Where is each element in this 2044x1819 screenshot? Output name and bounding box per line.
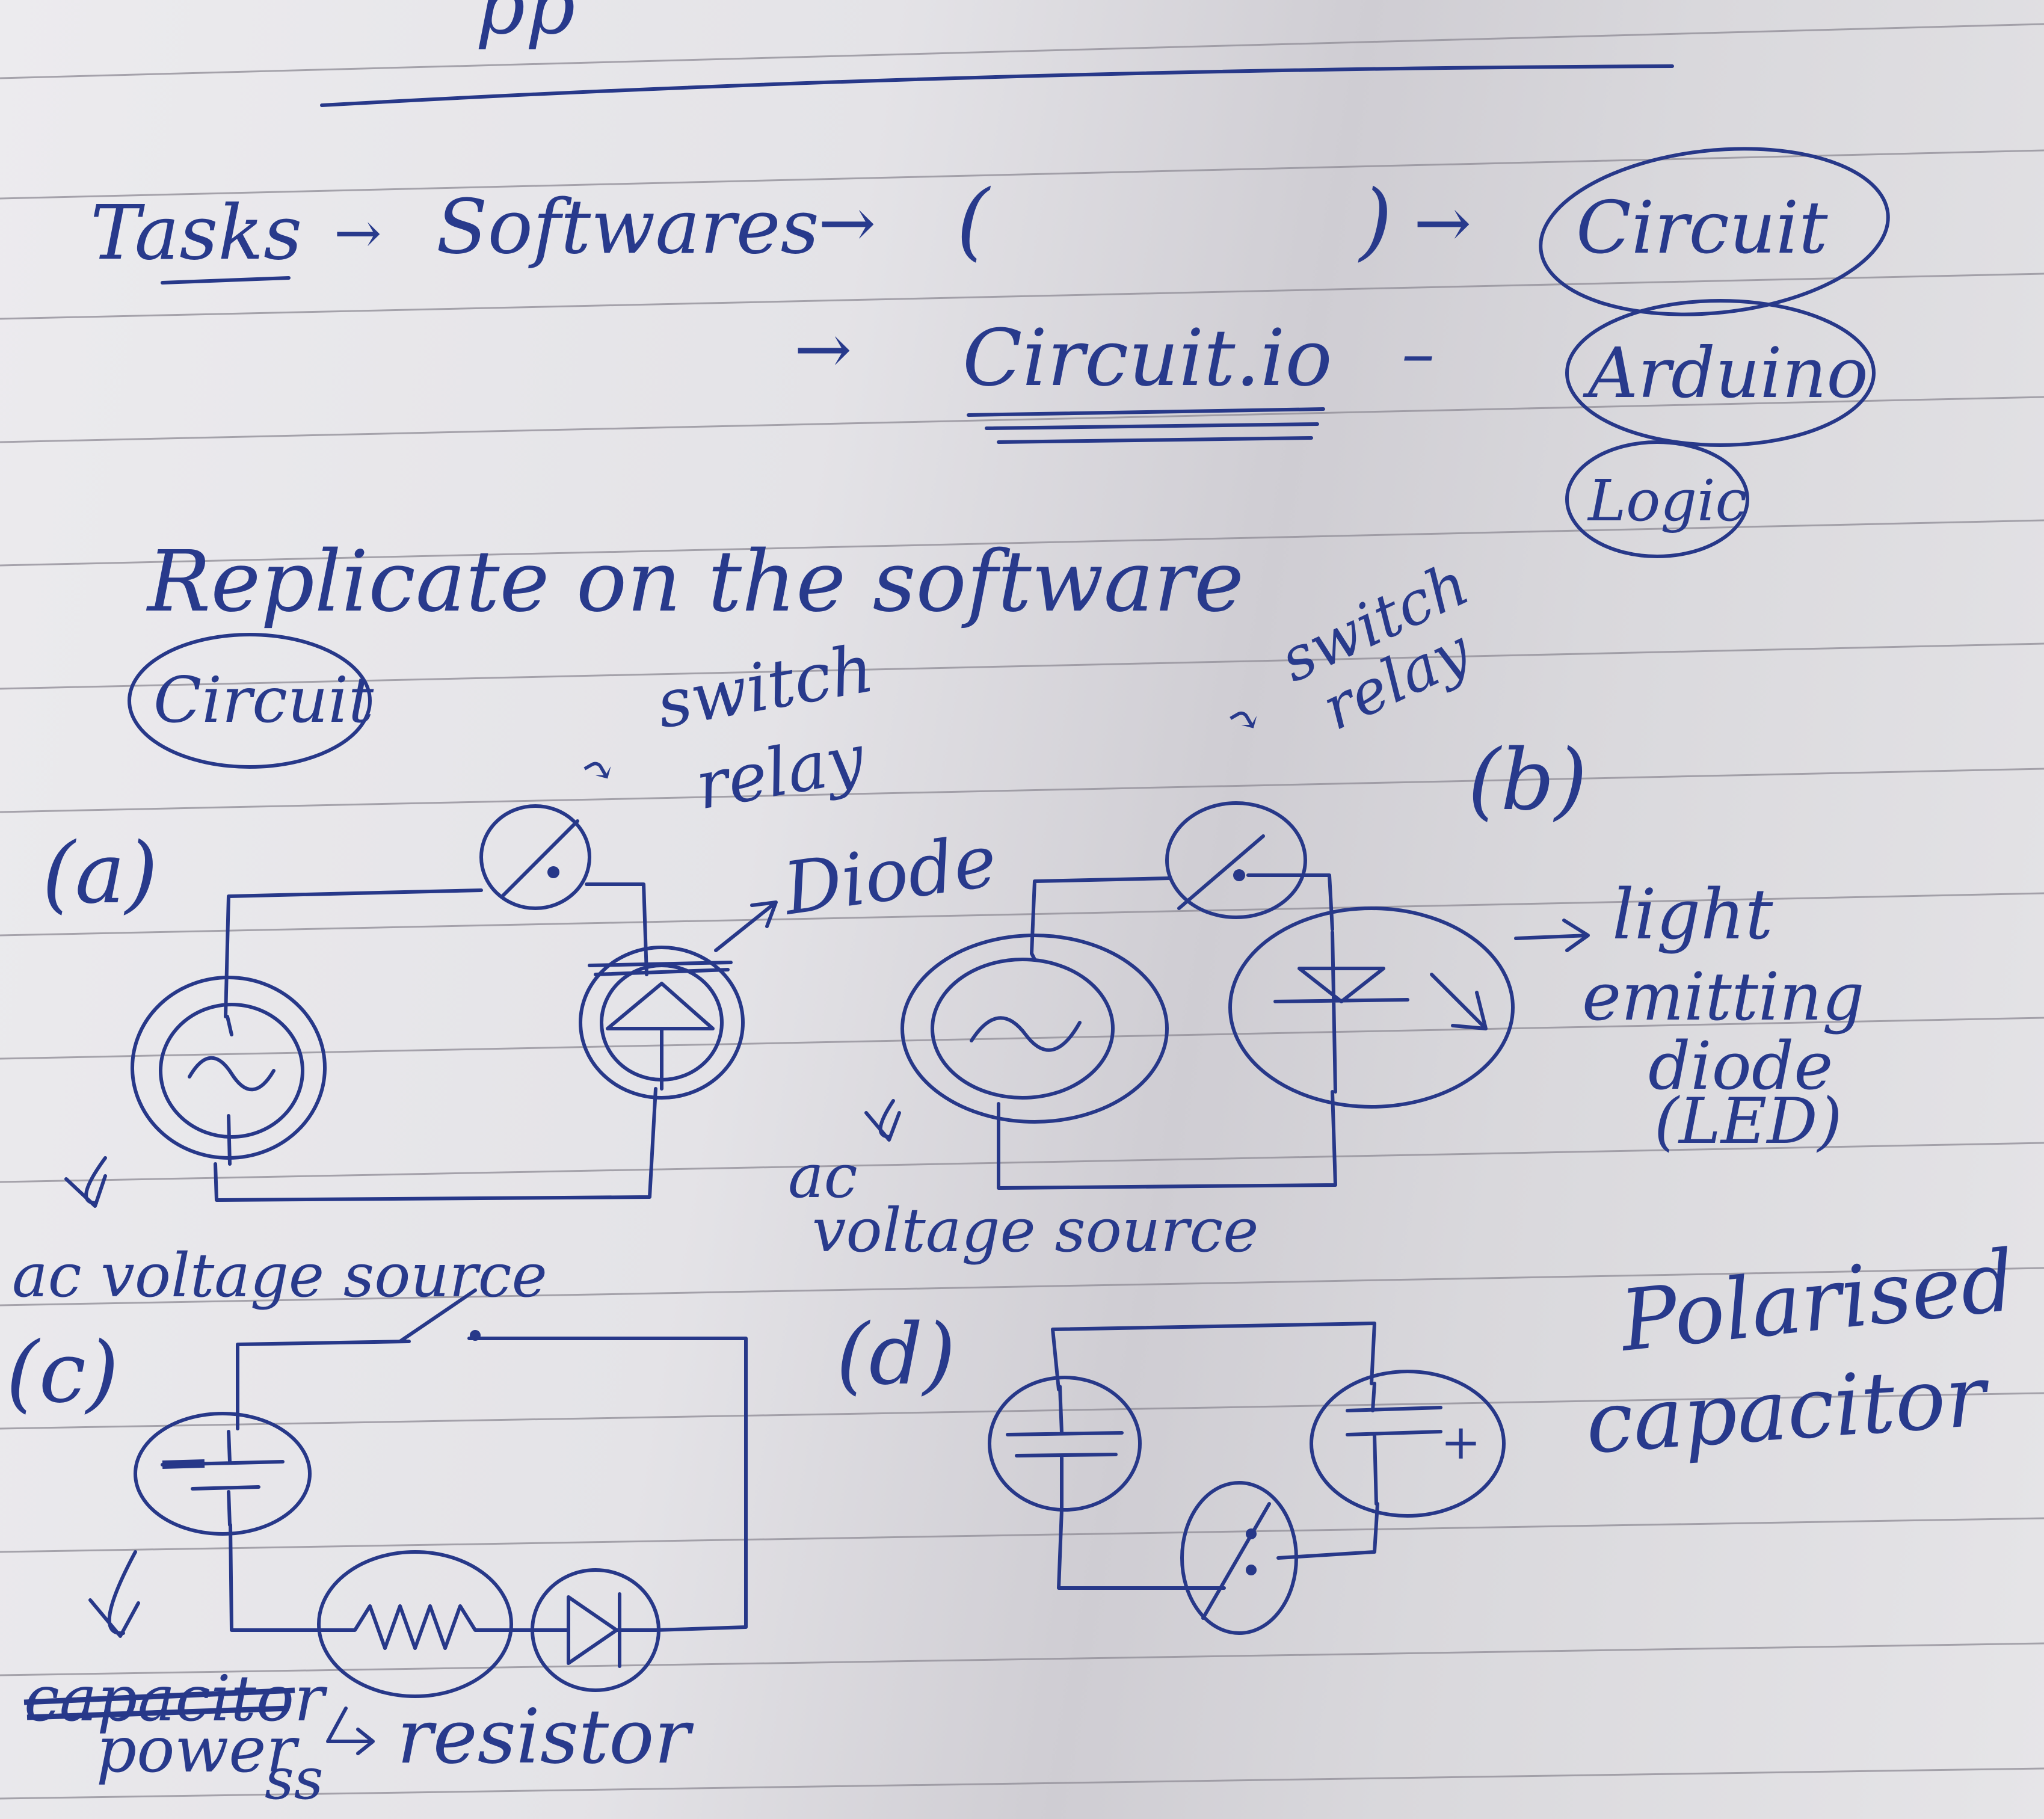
diagram-c-label: (c) [6,1324,119,1422]
power-plate-thick-c [162,1459,205,1469]
ac-wave-a [188,1056,276,1092]
diode-triangle-c [528,1592,657,1668]
resistor-pointer-c [326,1707,375,1755]
diagram-d-wire [1051,1322,1379,1590]
switch-arrow-a: ⤵ [571,741,627,801]
diode-arrow-a [714,900,778,952]
led-label-b-1: light [1612,875,1773,955]
led-label-b-2: emitting [1582,958,1864,1035]
led-symbol-b [1228,906,1515,1109]
source-down-arrow-b [864,1099,901,1142]
diagram-c: (c) capacitor power ss resistor [6,1288,748,1812]
power-plates-c [161,1430,285,1527]
switch-contact-b [1233,869,1245,881]
resistor-symbol-c [317,1550,513,1698]
source-down-arrow-a [64,1156,107,1208]
led-label-b-4: (LED) [1654,1085,1842,1158]
circuit-small-bubble-text: Circuit [153,663,374,737]
diagram-a-label: (a) [42,825,158,923]
arrow-4: → [794,309,852,390]
led-label-b-3: diode [1648,1027,1833,1104]
ac-leads-a [226,1015,233,1166]
circuitio-underline-3 [997,436,1313,444]
tasks-underline [161,276,291,285]
logic-bubble-outline [1565,440,1749,558]
arduino-bubble-text: Arduino [1583,333,1868,414]
diagram-c-wire [229,1337,748,1632]
source-label-a: ac voltage source [12,1240,547,1311]
circuit-bubble-outline [1539,147,1890,316]
top-fragment: pp [475,0,575,52]
dash: – [1402,315,1435,392]
arrow-3: → [1414,183,1471,263]
switch-lever-d [1201,1502,1271,1620]
power-source-symbol-c [134,1412,312,1536]
source-label-b-2: voltage source [812,1195,1258,1266]
strike-through-c [23,1687,295,1720]
capacitor-symbol-d [988,1376,1142,1512]
diode-bar-a [588,961,733,967]
logic-bubble-text: Logic [1587,468,1747,534]
arrow-1: → [334,200,382,266]
ac-wave-b [970,1016,1082,1052]
ac-lead-b [1030,952,1036,961]
switch-c [398,1288,477,1343]
circuit-small-bubble-outline [128,633,372,769]
tasks-label: Tasks [90,189,302,277]
plus-sign-d: + [1441,1414,1481,1470]
diagram-a-wire [214,882,657,1202]
diode-symbol-a [579,946,745,1100]
resistor-label-c: resistor [397,1693,694,1781]
ss-label-c: ss [265,1746,324,1812]
softwares-label: Softwares [436,183,819,271]
diagram-d: (d) + Polarised capacitor [836,1232,2019,1635]
switch-contact-d [1246,1528,1257,1539]
diagram-b-label: (b) [1468,731,1587,829]
power-label-c: power [96,1713,300,1787]
circuitio-label: Circuit.io [962,312,1332,404]
circuitio-underline-1 [967,407,1325,417]
polarised-capacitor-symbol-d [1310,1370,1506,1518]
ac-source-symbol-b [900,934,1169,1124]
diagram-a: (a) ⤵ switch relay Diode ac voltage sour… [12,630,1002,1311]
arrow-2: → [818,183,876,263]
led-diode-b [1273,931,1409,1094]
circuit-bubble-text: Circuit [1576,186,1828,270]
led-pointer-arrow-b [1514,919,1590,952]
circuitio-underline-2 [985,422,1319,430]
switch-relay-symbol-b [1165,801,1307,919]
source-down-arrow-c [88,1550,140,1638]
diode-label-a: Diode [778,819,1002,932]
diode-triangle-a [594,968,730,1091]
open-paren: ( [956,172,991,270]
polarised-plates-d [1346,1382,1442,1506]
switch-lever-a [500,819,579,898]
resistor-zigzag-c [323,1604,501,1650]
capacitor-plates-d [1006,1385,1124,1512]
source-label-b-1: ac [788,1141,858,1211]
close-paren: ) [1358,172,1393,270]
switch-relay-symbol-a [479,804,591,910]
switch-c-contact [470,1330,481,1341]
replicate-line: Replicate on the software [146,533,1244,631]
switch-contact-a [547,866,559,878]
switch-arrow-b: ⤵ [1217,691,1273,751]
header-underline [320,64,1674,107]
led-emission-arrow-b [1430,973,1488,1030]
ac-source-inner-b [931,958,1115,1100]
switch-label-a-2: relay [690,719,870,825]
ac-source-inner-a [159,1003,304,1139]
switch-lever-b [1177,834,1265,910]
diagram-d-label: (d) [836,1306,956,1404]
switch-contact-d-2 [1246,1565,1257,1575]
arduino-bubble-outline [1565,299,1876,447]
switch-symbol-d [1180,1481,1298,1635]
